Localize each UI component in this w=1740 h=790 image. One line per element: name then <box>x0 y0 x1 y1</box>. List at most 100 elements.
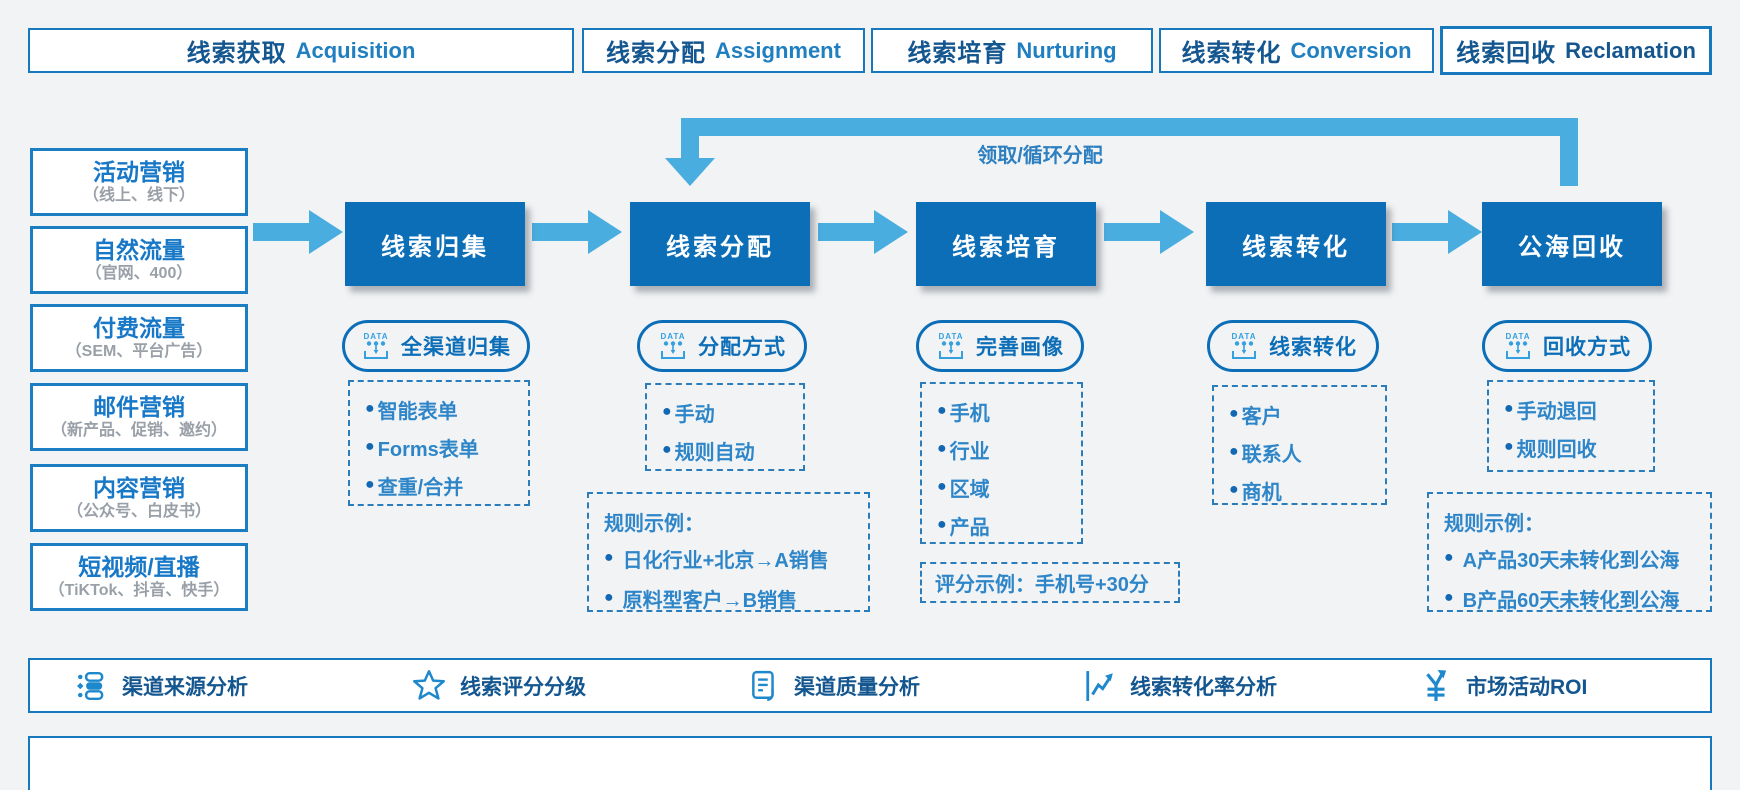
data-collect-icon: DATA <box>1231 332 1256 359</box>
phase-title-en: Acquisition <box>295 37 416 63</box>
list-item: 查重/合并 <box>365 466 528 504</box>
flow-node-lead-collection: 线索归集 <box>345 202 525 286</box>
report-icon <box>752 670 774 701</box>
reclaim-rule-example-box: 规则示例： A产品30天未转化到公海 B产品60天未转化到公海 <box>1427 492 1712 612</box>
phase-title-en: Assignment <box>715 37 841 63</box>
assignment-rule-example-box: 规则示例： 日化行业+北京→A销售 原料型客户→B销售 <box>587 492 870 612</box>
recycle-loop-arrow <box>665 118 1578 186</box>
trend-chart-icon <box>1086 670 1113 701</box>
source-title: 自然流量 <box>93 237 185 264</box>
list-item: 手机 <box>937 392 1081 430</box>
flow-arrow-icon <box>1392 210 1482 254</box>
phase-header-conversion: 线索转化 Conversion <box>1159 28 1434 73</box>
analytics-item-channel-source: 渠道来源分析 <box>30 670 366 702</box>
source-title: 付费流量 <box>93 315 185 342</box>
pill-label: 全渠道归集 <box>401 336 511 359</box>
source-box-content-marketing: 内容营销 （公众号、白皮书） <box>30 464 248 532</box>
list-item: Forms表单 <box>365 428 528 466</box>
list-item: 商机 <box>1229 471 1385 509</box>
source-subtitle: （线上、线下） <box>82 186 195 204</box>
phase-header-assignment: 线索分配 Assignment <box>582 28 865 73</box>
svg-text:DATA: DATA <box>1505 332 1530 341</box>
source-title: 短视频/直播 <box>78 554 200 581</box>
phase-header-acquisition: 线索获取 Acquisition <box>28 28 574 73</box>
source-subtitle: （SEM、平台广告） <box>65 342 213 360</box>
analytics-label: 线索评分分级 <box>460 675 586 699</box>
pill-label: 线索转化 <box>1269 336 1357 359</box>
star-icon <box>413 669 445 700</box>
score-example-box: 评分示例：手机号+30分 <box>920 562 1180 603</box>
example-title: 规则示例： <box>1444 512 1544 535</box>
example-item: 日化行业+北京→A销售 <box>604 538 868 578</box>
phase-title-en: Conversion <box>1290 37 1412 63</box>
list-item: 区域 <box>937 468 1081 506</box>
analytics-item-conversion-rate: 线索转化率分析 <box>1038 670 1374 702</box>
data-collect-icon: DATA <box>660 332 685 359</box>
list-item: 联系人 <box>1229 433 1385 471</box>
example-item: A产品30天未转化到公海 <box>1444 538 1710 578</box>
pill-label: 回收方式 <box>1543 336 1631 359</box>
list-item: 产品 <box>937 506 1081 544</box>
next-section-partial <box>28 736 1712 790</box>
yuan-roi-icon <box>1426 669 1447 701</box>
reclaim-methods-list: 手动退回 规则回收 <box>1487 380 1655 472</box>
phase-title-zh: 线索回收 <box>1456 40 1557 67</box>
source-subtitle: （官网、400） <box>85 264 193 282</box>
source-subtitle: （新产品、促销、邀约） <box>50 421 227 439</box>
phase-title-zh: 线索分配 <box>606 40 707 67</box>
conversion-targets-list: 客户 联系人 商机 <box>1212 385 1387 505</box>
pill-lead-conversion: DATA 线索转化 <box>1207 320 1379 372</box>
flow-node-pool-reclamation: 公海回收 <box>1482 202 1662 286</box>
source-box-short-video-live: 短视频/直播 （TiKTok、抖音、快手） <box>30 543 248 611</box>
phase-title-en: Nurturing <box>1016 37 1117 63</box>
phase-title-en: Reclamation <box>1565 37 1696 63</box>
pill-omnichannel-collection: DATA 全渠道归集 <box>342 320 530 372</box>
pill-complete-profile: DATA 完善画像 <box>916 320 1084 372</box>
flow-node-lead-assignment: 线索分配 <box>630 202 810 286</box>
flow-node-lead-conversion: 线索转化 <box>1206 202 1386 286</box>
svg-text:DATA: DATA <box>938 332 963 341</box>
example-item: 原料型客户→B销售 <box>604 578 868 618</box>
source-box-paid-traffic: 付费流量 （SEM、平台广告） <box>30 304 248 372</box>
source-box-event-marketing: 活动营销 （线上、线下） <box>30 148 248 216</box>
example-item: B产品60天未转化到公海 <box>1444 578 1710 618</box>
pill-label: 完善画像 <box>976 336 1064 359</box>
list-item: 客户 <box>1229 395 1385 433</box>
analytics-item-channel-quality: 渠道质量分析 <box>702 670 1038 702</box>
source-subtitle: （公众号、白皮书） <box>66 502 211 520</box>
source-title: 活动营销 <box>93 159 185 186</box>
analytics-label: 渠道来源分析 <box>122 675 248 699</box>
source-title: 邮件营销 <box>93 394 185 421</box>
flow-arrow-icon <box>253 210 343 254</box>
analytics-bar: 渠道来源分析 线索评分分级 渠道质量分析 线索转化率分析 <box>28 658 1712 713</box>
profile-fields-list: 手机 行业 区域 产品 <box>920 382 1083 544</box>
list-item: 规则回收 <box>1504 428 1653 466</box>
phase-title-zh: 线索转化 <box>1181 40 1282 67</box>
list-item: 手动 <box>662 393 803 431</box>
channel-source-icon <box>77 671 104 700</box>
pill-reclaim-method: DATA 回收方式 <box>1482 320 1652 372</box>
data-collect-icon: DATA <box>363 332 388 359</box>
source-subtitle: （TiKTok、抖音、快手） <box>48 581 230 599</box>
flow-arrow-icon <box>532 210 622 254</box>
phase-title-zh: 线索培育 <box>907 40 1008 67</box>
source-box-email-marketing: 邮件营销 （新产品、促销、邀约） <box>30 383 248 451</box>
list-item: 智能表单 <box>365 390 528 428</box>
collection-methods-list: 智能表单 Forms表单 查重/合并 <box>348 380 530 506</box>
flow-arrow-icon <box>818 210 908 254</box>
phase-header-nurturing: 线索培育 Nurturing <box>871 28 1153 73</box>
analytics-label: 市场活动ROI <box>1466 675 1588 699</box>
example-title: 规则示例： <box>604 512 704 535</box>
flow-arrow-icon <box>1104 210 1194 254</box>
analytics-label: 线索转化率分析 <box>1130 675 1277 699</box>
analytics-item-campaign-roi: 市场活动ROI <box>1374 669 1710 702</box>
list-item: 规则自动 <box>662 431 803 469</box>
list-item: 手动退回 <box>1504 390 1653 428</box>
source-title: 内容营销 <box>93 475 185 502</box>
list-item: 行业 <box>937 430 1081 468</box>
phase-title-zh: 线索获取 <box>186 40 287 67</box>
source-box-organic-traffic: 自然流量 （官网、400） <box>30 226 248 294</box>
phase-header-reclamation: 线索回收 Reclamation <box>1440 26 1712 75</box>
assignment-methods-list: 手动 规则自动 <box>645 383 805 471</box>
